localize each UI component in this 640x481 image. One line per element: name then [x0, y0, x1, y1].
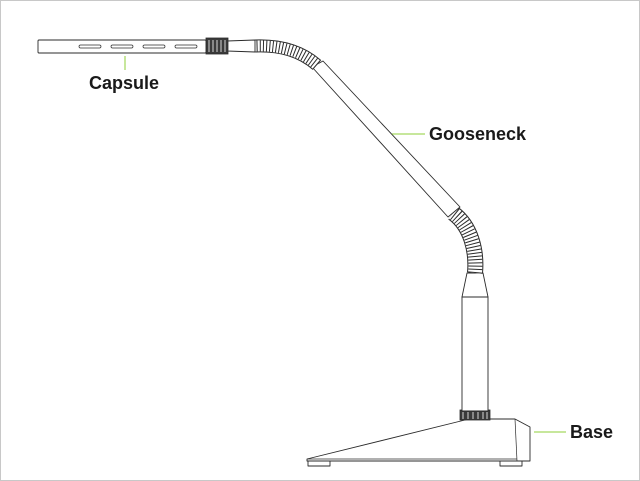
label-base: Base: [570, 422, 613, 442]
base-body: [306, 418, 531, 462]
base: [306, 418, 531, 467]
label-gooseneck: Gooseneck: [429, 124, 527, 144]
stand-tube: [459, 272, 491, 421]
capsule-slot: [174, 44, 198, 49]
capsule-connector: [226, 39, 256, 53]
callout-base: Base: [534, 422, 613, 442]
gooseneck-tube-body: [311, 60, 461, 218]
capsule-slot: [142, 44, 166, 49]
base-edge: [514, 418, 518, 462]
stand-collar: [459, 409, 491, 421]
capsule-slot: [110, 44, 134, 49]
lower-flex-section: [447, 206, 484, 274]
gooseneck-tube: [311, 60, 461, 218]
stand-tube-body: [461, 296, 489, 412]
upper-flex-section: [254, 39, 322, 71]
label-capsule: Capsule: [89, 73, 159, 93]
capsule-slot: [78, 44, 102, 49]
capsule: [37, 37, 256, 55]
stand-taper: [461, 272, 489, 298]
callout-capsule: Capsule: [89, 56, 159, 93]
callout-gooseneck: Gooseneck: [392, 124, 527, 144]
